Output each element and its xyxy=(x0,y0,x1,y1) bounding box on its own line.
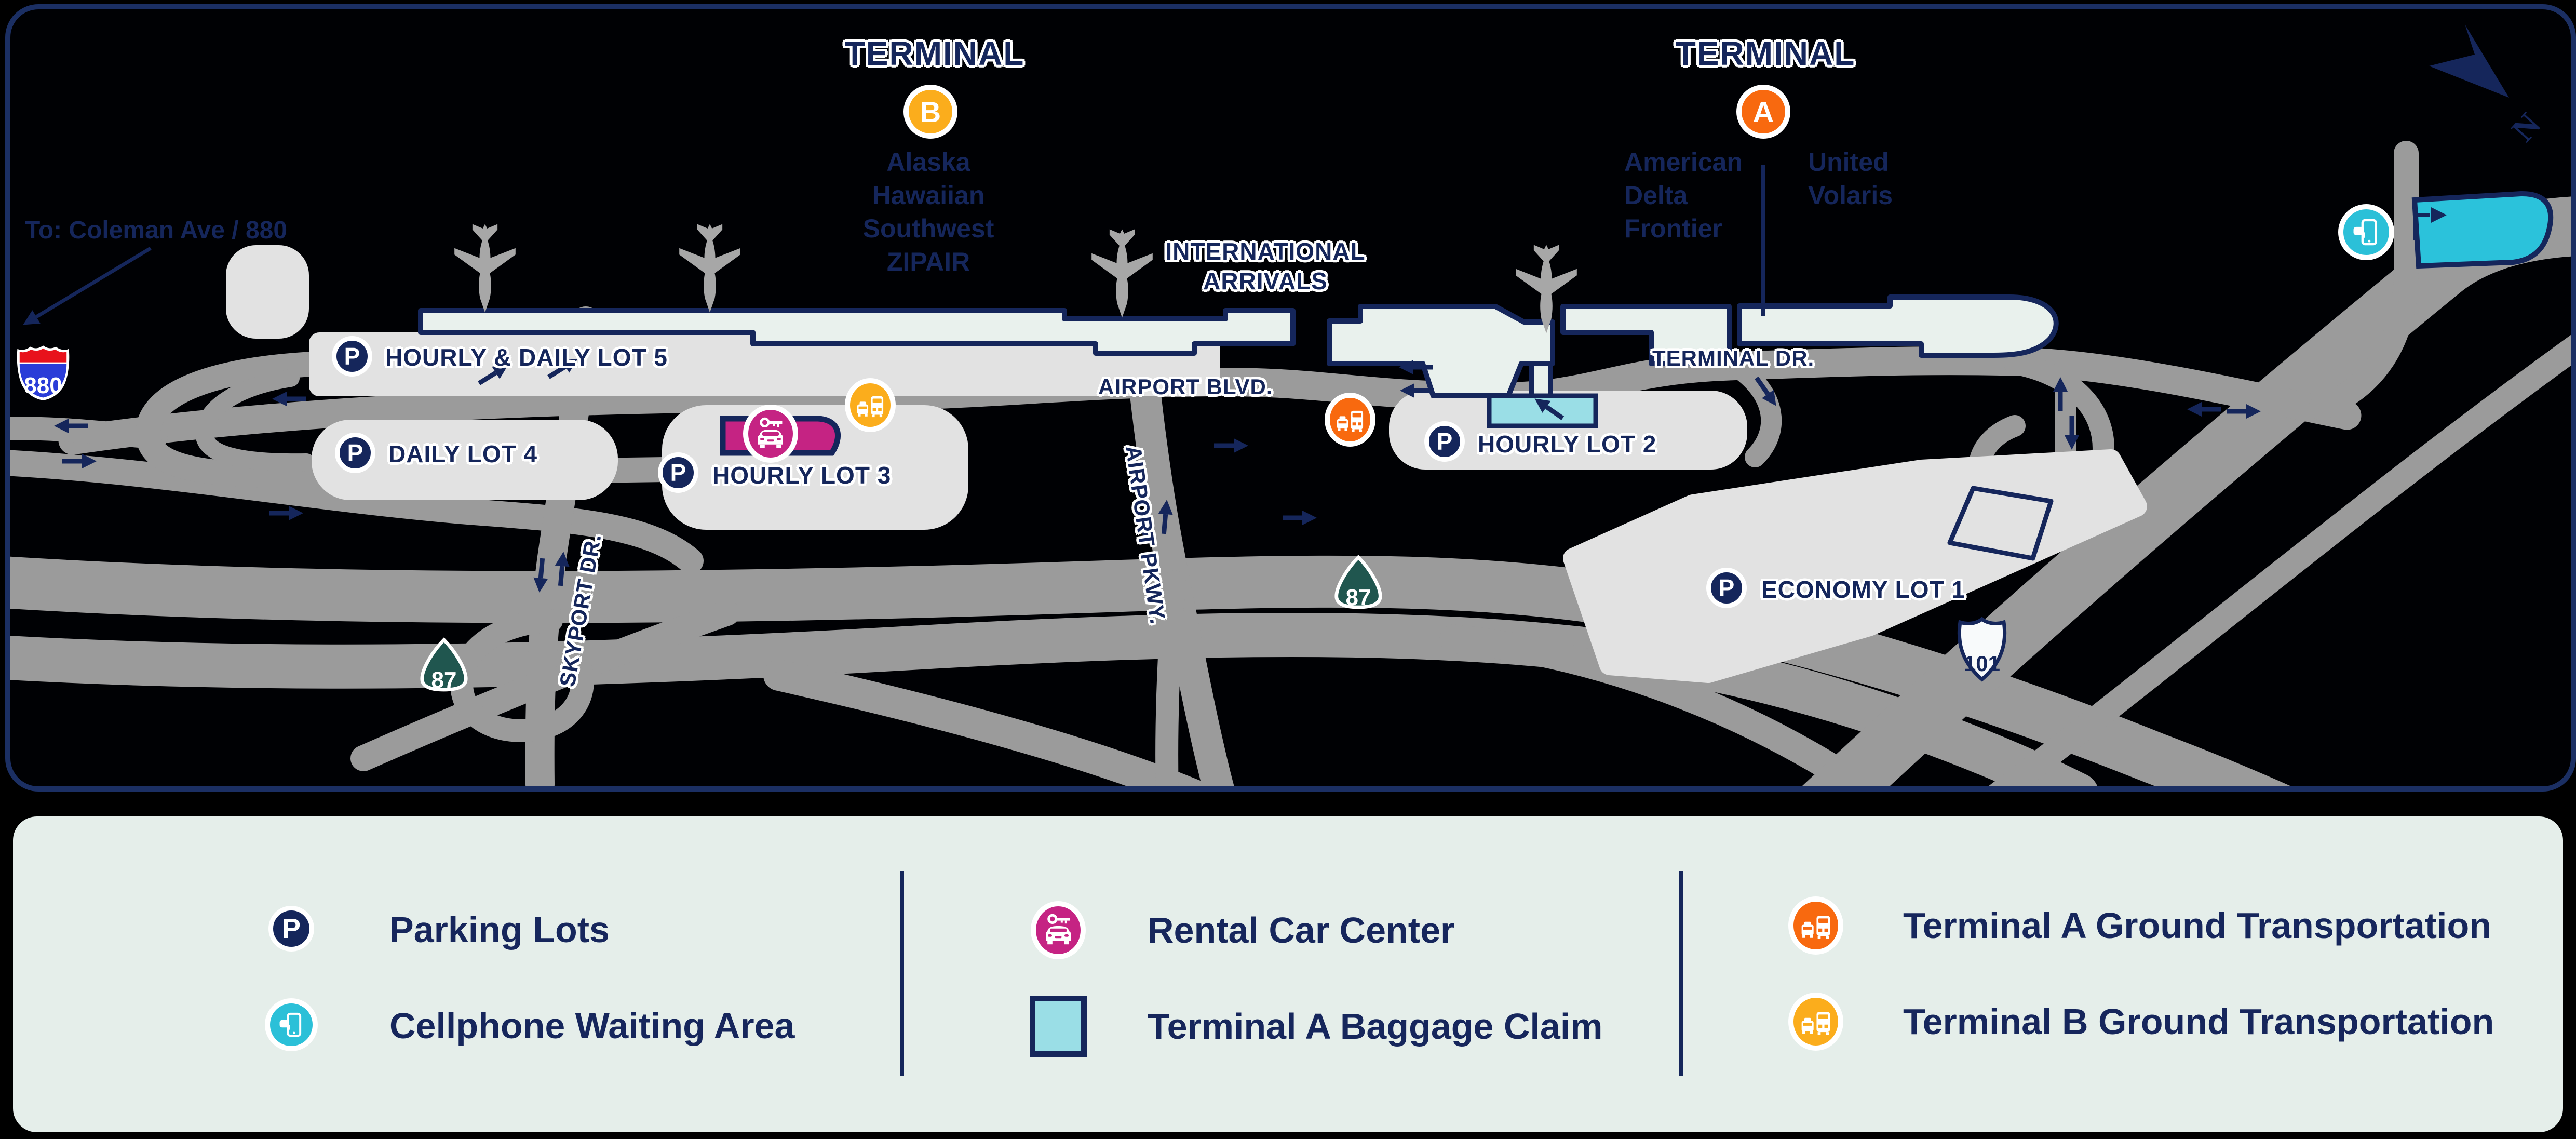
airport-blvd-label: AIRPORT BLVD. xyxy=(1098,374,1273,399)
airline-alaska: Alaska xyxy=(886,148,970,177)
legend-cellphone-label: Cellphone Waiting Area xyxy=(389,1006,795,1046)
map-base-graphics xyxy=(10,24,2571,786)
legend-panel xyxy=(13,816,2563,1132)
airline-american: American xyxy=(1624,148,1743,177)
legend-baggage-label: Terminal A Baggage Claim xyxy=(1148,1006,1603,1047)
terminal-a-pointer-line xyxy=(1761,165,1765,316)
ca87-shield-east: 87 xyxy=(1333,555,1383,610)
map-panel: TERMINAL B Alaska Hawaiian Southwest ZIP… xyxy=(5,4,2576,792)
coleman-arrow xyxy=(19,246,152,332)
terminal-b-badge: B xyxy=(903,85,957,139)
lot1-label: ECONOMY LOT 1 xyxy=(1761,576,1965,603)
i880-shield: 880 xyxy=(15,343,71,401)
legend-gt-a-label: Terminal A Ground Transportation xyxy=(1903,905,2492,946)
cellphone-waiting-area-shape xyxy=(2411,191,2554,269)
lot5-label: HOURLY & DAILY LOT 5 xyxy=(385,344,668,371)
terminal-a-ground-transport-icon xyxy=(1325,393,1375,447)
airline-delta: Delta xyxy=(1624,181,1688,210)
airline-frontier: Frontier xyxy=(1624,214,1722,243)
lot4-label: DAILY LOT 4 xyxy=(388,440,538,467)
legend-cellphone-icon xyxy=(265,998,318,1051)
airline-united: United xyxy=(1808,148,1889,177)
international-arrivals-label: INTERNATIONAL ARRIVALS xyxy=(1165,238,1366,294)
ca87-shield-west: 87 xyxy=(419,637,469,693)
legend-parking-icon: P xyxy=(268,906,314,952)
terminal-buildings xyxy=(418,294,2059,403)
legend-gt-b-icon xyxy=(1788,993,1843,1051)
legend-rental-label: Rental Car Center xyxy=(1148,910,1455,950)
terminal-a-badge: A xyxy=(1736,85,1790,139)
terminal-b-title: TERMINAL xyxy=(844,35,1025,72)
parking-icon-lot4: P xyxy=(335,433,375,473)
legend-rental-icon xyxy=(1031,901,1086,959)
terminal-a-airlines-right: United Volaris xyxy=(1808,145,1893,212)
legend-baggage-claim-swatch xyxy=(1030,996,1087,1057)
legend-gt-a-icon xyxy=(1788,896,1843,955)
legend-divider-1 xyxy=(900,871,904,1076)
airline-zipair: ZIPAIR xyxy=(886,247,970,276)
terminal-a-title: TERMINAL xyxy=(1675,35,1856,72)
economy-lot-structure-outline xyxy=(1947,486,2054,561)
legend-parking-label: Parking Lots xyxy=(389,909,610,950)
parking-icon-lot3: P xyxy=(658,452,698,493)
coleman-ave-note: To: Coleman Ave / 880 xyxy=(25,217,288,244)
terminal-b-ground-transport-icon xyxy=(845,378,896,432)
legend-gt-b-label: Terminal B Ground Transportation xyxy=(1903,1001,2494,1042)
airline-hawaiian: Hawaiian xyxy=(872,181,985,210)
parking-icon-lot5: P xyxy=(332,336,372,377)
airline-volaris: Volaris xyxy=(1808,181,1893,210)
rental-car-center-icon xyxy=(743,405,798,463)
terminal-b-airlines: Alaska Hawaiian Southwest ZIPAIR xyxy=(863,145,994,278)
north-compass-icon xyxy=(2429,24,2509,98)
us101-shield: 101 xyxy=(1956,616,2008,682)
lot2-label: HOURLY LOT 2 xyxy=(1478,431,1657,458)
terminal-a-airlines-left: American Delta Frontier xyxy=(1624,145,1743,245)
parking-icon-lot1: P xyxy=(1706,568,1747,608)
terminal-dr-label: TERMINAL DR. xyxy=(1652,346,1815,370)
airline-southwest: Southwest xyxy=(862,214,994,243)
lot3-label: HOURLY LOT 3 xyxy=(712,462,892,489)
cellphone-waiting-area-icon xyxy=(2338,204,2394,260)
legend-divider-2 xyxy=(1679,871,1683,1076)
parking-icon-lot2: P xyxy=(1424,421,1465,462)
